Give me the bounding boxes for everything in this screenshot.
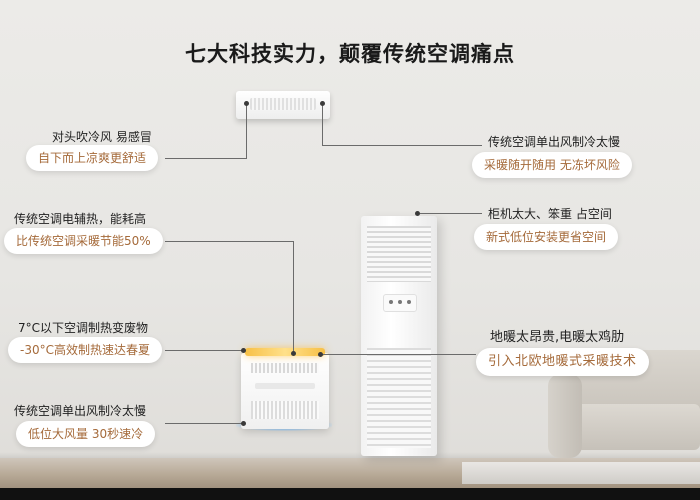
leader-dot: [320, 101, 325, 106]
leader-dot: [318, 352, 323, 357]
callout-wall-problem: 对头吹冷风 易感冒: [52, 130, 152, 144]
callout-heat-problem: 传统空调电辅热，能耗高: [14, 212, 147, 226]
callout-outlet-solution: 低位大风量 30秒速冷: [16, 421, 156, 447]
callout-floorheat-solution: 引入北欧地暖式采暖技术: [476, 348, 649, 376]
callout-heat-solution: 比传统空调采暖节能50%: [4, 228, 163, 254]
leader-line: [293, 241, 294, 353]
leader-dot: [241, 348, 246, 353]
callout-outlet-problem: 传统空调单出风制冷太慢: [14, 404, 147, 418]
leader-dot: [241, 421, 246, 426]
callout-cabinet-problem: 柜机太大、笨重 占空间: [488, 207, 612, 221]
leader-line: [246, 103, 247, 159]
floor-heater-icon: [241, 348, 329, 429]
rug: [462, 462, 700, 484]
sofa-seat: [574, 404, 700, 450]
wall-ac-icon: [236, 91, 330, 119]
callout-lowtemp-problem: 7°C以下空调制热变废物: [18, 321, 149, 335]
callout-right-outlet-problem: 传统空调单出风制冷太慢: [488, 135, 621, 149]
tower-ac-icon: [361, 216, 437, 456]
leader-line: [165, 241, 293, 242]
leader-dot: [291, 351, 296, 356]
bottom-bar: [0, 488, 700, 500]
page-title: 七大科技实力，颠覆传统空调痛点: [185, 42, 515, 66]
leader-dot: [244, 101, 249, 106]
leader-line: [322, 103, 323, 145]
leader-line: [165, 350, 243, 351]
leader-line: [322, 145, 482, 146]
leader-line: [420, 213, 482, 214]
leader-line: [320, 354, 476, 355]
callout-wall-solution: 自下而上凉爽更舒适: [26, 145, 159, 171]
leader-dot: [415, 211, 420, 216]
leader-line: [165, 158, 246, 159]
callout-lowtemp-solution: -30°C高效制热速达春夏: [8, 337, 162, 363]
callout-right-outlet-solution: 采暖随开随用 无冻坏风险: [472, 152, 632, 178]
leader-line: [165, 423, 243, 424]
callout-cabinet-solution: 新式低位安装更省空间: [474, 224, 619, 250]
callout-floorheat-problem: 地暖太昂贵,电暖太鸡肋: [490, 330, 625, 345]
sofa-arm: [548, 374, 582, 458]
floor-shadow: [0, 452, 700, 462]
